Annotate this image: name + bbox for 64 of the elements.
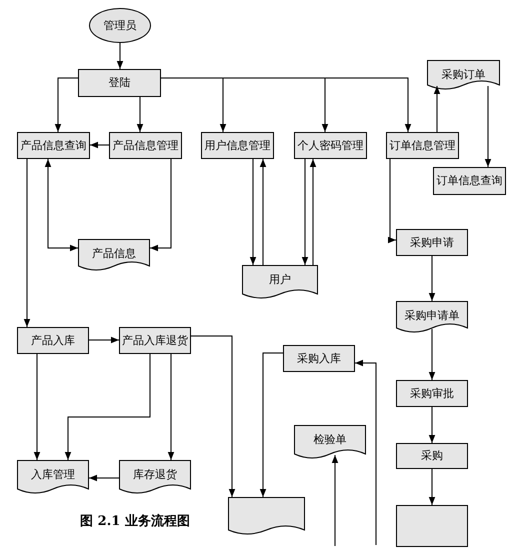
arrow	[250, 158, 256, 266]
arrow	[310, 158, 316, 266]
arrow	[302, 158, 308, 266]
arrow	[428, 468, 436, 506]
arrow	[388, 158, 396, 244]
arrow	[90, 142, 110, 148]
arrow	[484, 86, 492, 168]
process-box	[396, 505, 468, 547]
node-label: 产品入库退货	[122, 334, 188, 348]
arrow	[190, 336, 236, 498]
process-box	[119, 327, 191, 354]
arrow	[160, 78, 412, 132]
arrow	[116, 42, 124, 70]
arrow	[24, 158, 30, 328]
node-label: 用户	[269, 273, 291, 287]
process-box	[396, 443, 468, 469]
arrow	[332, 454, 338, 546]
node-label: 产品信息管理	[112, 138, 178, 152]
arrow	[88, 474, 120, 482]
arrow	[260, 158, 266, 266]
arrow	[34, 354, 40, 460]
process-box	[201, 132, 274, 159]
node-label: 产品信息查询	[20, 138, 86, 152]
process-box	[78, 69, 161, 97]
process-box	[396, 380, 468, 407]
node-label: 订单信息管理	[390, 138, 456, 152]
process-box	[386, 132, 459, 159]
arrow	[88, 336, 120, 344]
arrow	[434, 86, 440, 132]
process-box	[17, 132, 90, 159]
process-box	[283, 345, 355, 372]
node-label: 采购	[421, 449, 443, 463]
node-label: 产品入库	[31, 334, 75, 348]
node-label: 登陆	[108, 76, 130, 90]
arrow	[260, 352, 284, 498]
node-label: 采购订单	[442, 68, 486, 82]
process-box	[17, 327, 89, 354]
arrow	[150, 158, 172, 252]
node-label: 订单信息查询	[436, 174, 502, 188]
arrow	[54, 78, 78, 132]
node-label: 采购审批	[410, 386, 454, 400]
process-box	[433, 167, 506, 195]
arrow	[428, 328, 436, 380]
node-label: 个人密码管理	[298, 138, 364, 152]
node-label: 采购入库	[297, 352, 341, 366]
node-label: 采购申请单	[404, 309, 460, 323]
arrow	[136, 96, 144, 132]
arrow	[428, 256, 436, 302]
arrow	[428, 406, 436, 444]
figure-caption: 图 2.1 业务流程图	[80, 512, 190, 531]
process-box	[109, 132, 182, 159]
node-label: 入库管理	[31, 468, 75, 482]
arrow	[354, 360, 376, 546]
node-label: 管理员	[104, 18, 136, 32]
process-box	[294, 132, 367, 159]
node-label: 产品信息	[92, 247, 136, 261]
node-label: 库存退货	[133, 468, 177, 482]
process-box	[396, 229, 468, 256]
node-label: 用户信息管理	[204, 138, 270, 152]
arrow	[168, 354, 174, 460]
arrow	[64, 354, 150, 460]
node-label: 采购申请	[410, 236, 454, 250]
arrow	[44, 158, 78, 252]
node-label: 检验单	[314, 433, 346, 447]
